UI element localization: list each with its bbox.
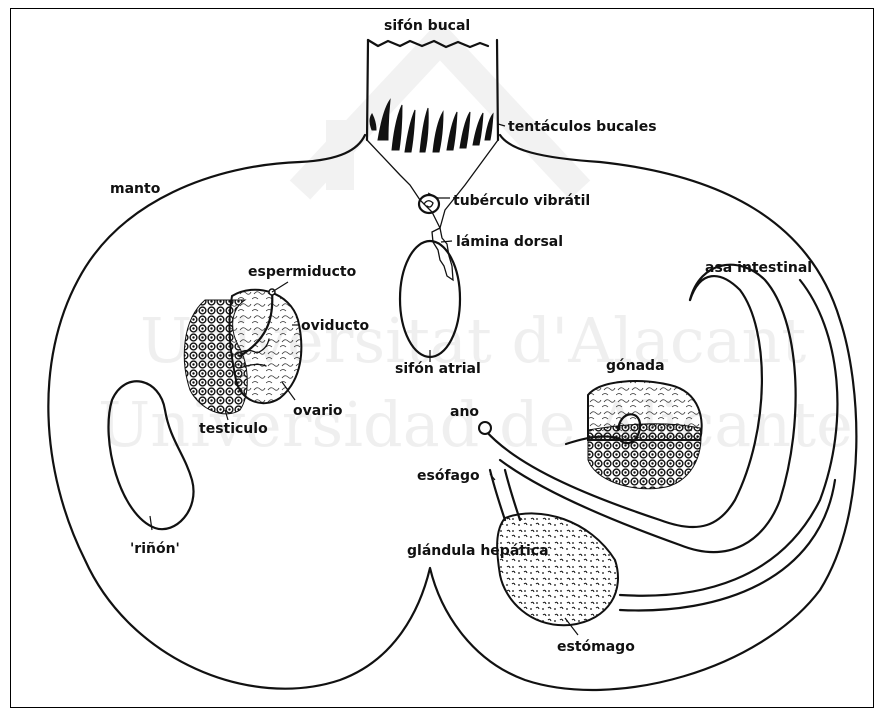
label-glandula-hepatica: glándula hepática [407, 543, 549, 559]
label-espermiducto: espermiducto [248, 264, 357, 280]
label-asa-intestinal: asa intestinal [705, 260, 812, 276]
label-manto: manto [110, 181, 161, 197]
label-sifon-atrial: sifón atrial [395, 361, 481, 377]
label-esofago: esófago [417, 468, 480, 484]
label-gonada: gónada [606, 358, 665, 374]
label-estomago: estómago [557, 639, 635, 655]
label-sifon-bucal: sifón bucal [384, 18, 470, 34]
label-testiculo: testiculo [199, 421, 268, 437]
label-rinon: 'riñón' [130, 541, 180, 557]
hepatic-gland [497, 513, 618, 625]
esophagus [490, 470, 520, 520]
ciliated-tubercle [419, 195, 439, 213]
label-lamina-dorsal: lámina dorsal [456, 234, 563, 250]
label-ano: ano [450, 404, 479, 420]
label-oviducto: oviducto [301, 318, 370, 334]
label-ovario: ovario [293, 403, 343, 419]
left-gonad [184, 289, 301, 414]
label-tentaculos-bucales: tentáculos bucales [508, 119, 657, 135]
label-tuberculo-vibratil: tubérculo vibrátil [453, 193, 590, 209]
oral-tentacles [370, 100, 493, 152]
